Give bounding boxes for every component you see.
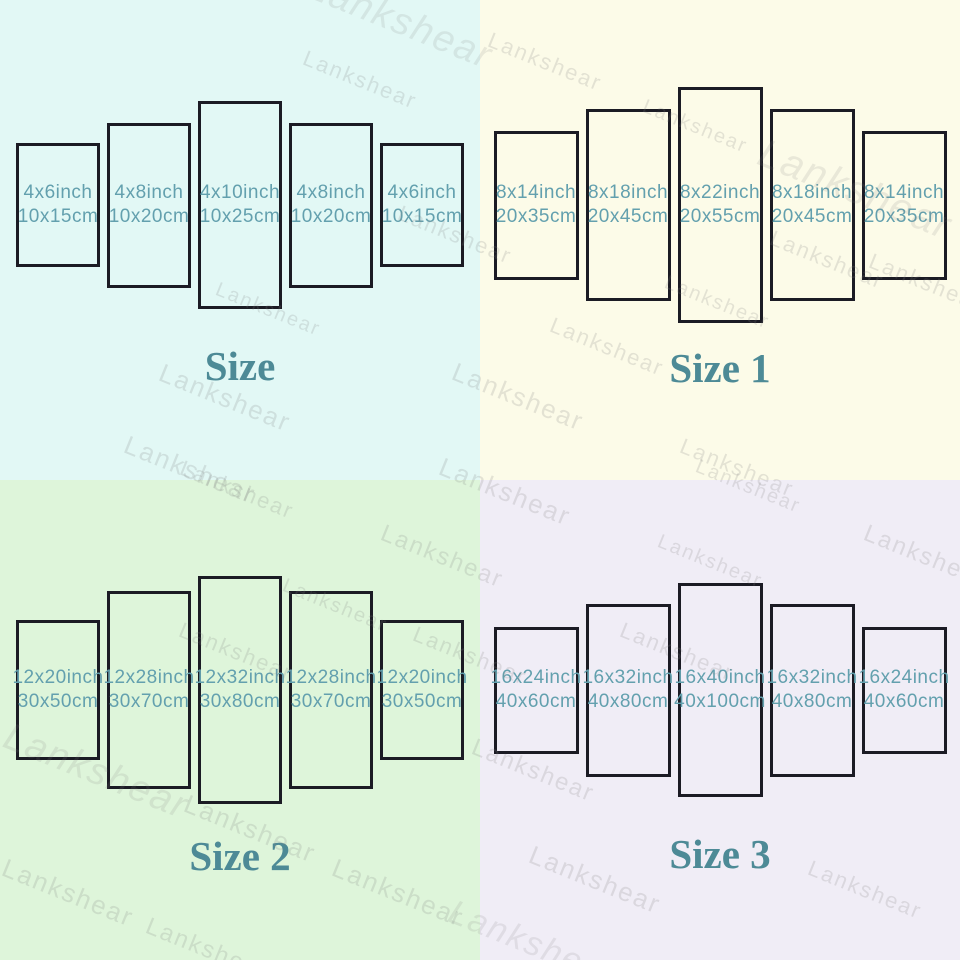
panel-size-cm: 30x70cm: [290, 691, 372, 712]
panel-size-cm: 10x15cm: [381, 206, 463, 227]
quadrant-title: Size 3: [669, 831, 771, 877]
canvas-panel: 8x22inch 20x55cm: [677, 87, 763, 323]
canvas-panel: 16x40inch 40x100cm: [674, 583, 765, 797]
panel-size-cm: 20x55cm: [679, 206, 761, 227]
canvas-panel: 4x8inch 10x20cm: [107, 122, 191, 288]
panel-size-cm: 40x60cm: [495, 691, 577, 712]
canvas-panel: 16x24inch 40x60cm: [490, 626, 581, 754]
panel-row: 16x24inch 40x60cm 16x32inch 40x80cm 16x4…: [480, 480, 960, 900]
size-quadrant-size1: 8x14inch 20x35cm 8x18inch 20x45cm 8x22in…: [480, 0, 960, 480]
canvas-panel: 8x18inch 20x45cm: [769, 109, 855, 301]
canvas-panel: 12x32inch 30x80cm: [194, 576, 285, 804]
panel-size-cm: 30x70cm: [108, 691, 190, 712]
size-quadrant-size2: 12x20inch 30x50cm 12x28inch 30x70cm 12x3…: [0, 480, 480, 960]
panel-size-cm: 20x45cm: [587, 206, 669, 227]
canvas-panel: 4x6inch 10x15cm: [16, 143, 100, 267]
panel-row: 4x6inch 10x15cm 4x8inch 10x20cm 4x10inch…: [0, 0, 480, 410]
canvas-panel: 12x20inch 30x50cm: [12, 620, 103, 760]
panel-size-inch: 16x32inch: [766, 667, 858, 688]
canvas-panel: 8x14inch 20x35cm: [493, 130, 579, 280]
panel-size-cm: 20x35cm: [863, 206, 945, 227]
panel-size-inch: 12x20inch: [12, 667, 104, 688]
canvas-panel: 8x14inch 20x35cm: [861, 130, 947, 280]
panel-size-inch: 16x24inch: [490, 667, 582, 688]
panel-size-inch: 4x6inch: [387, 182, 457, 203]
panel-size-cm: 30x80cm: [199, 691, 281, 712]
panel-size-cm: 20x35cm: [495, 206, 577, 227]
panel-row: 12x20inch 30x50cm 12x28inch 30x70cm 12x3…: [0, 480, 480, 900]
canvas-panel: 8x18inch 20x45cm: [585, 109, 671, 301]
canvas-panel: 16x24inch 40x60cm: [858, 626, 949, 754]
panel-size-inch: 8x18inch: [587, 182, 669, 203]
canvas-panel: 4x8inch 10x20cm: [289, 122, 373, 288]
canvas-panel: 4x10inch 10x25cm: [198, 101, 282, 309]
panel-size-cm: 40x100cm: [674, 691, 766, 712]
panel-size-cm: 30x50cm: [381, 691, 463, 712]
panel-size-inch: 12x28inch: [285, 667, 377, 688]
panel-size-inch: 16x40inch: [674, 667, 766, 688]
panel-size-cm: 10x15cm: [17, 206, 99, 227]
panel-size-inch: 4x8inch: [296, 182, 366, 203]
canvas-panel: 4x6inch 10x15cm: [380, 143, 464, 267]
panel-size-inch: 8x18inch: [771, 182, 853, 203]
panel-size-inch: 4x6inch: [23, 182, 93, 203]
panel-size-inch: 8x22inch: [679, 182, 761, 203]
panel-size-inch: 16x32inch: [582, 667, 674, 688]
panel-size-inch: 4x8inch: [114, 182, 184, 203]
canvas-panel: 16x32inch 40x80cm: [766, 603, 857, 777]
canvas-panel: 16x32inch 40x80cm: [582, 603, 673, 777]
panel-size-inch: 16x24inch: [858, 667, 950, 688]
panel-size-inch: 12x20inch: [376, 667, 468, 688]
panel-size-cm: 40x60cm: [863, 691, 945, 712]
panel-size-cm: 20x45cm: [771, 206, 853, 227]
quadrant-title: Size 1: [669, 345, 771, 391]
size-quadrant-size3: 16x24inch 40x60cm 16x32inch 40x80cm 16x4…: [480, 480, 960, 960]
panel-size-cm: 40x80cm: [771, 691, 853, 712]
panel-size-inch: 12x32inch: [194, 667, 286, 688]
panel-size-cm: 10x20cm: [290, 206, 372, 227]
quadrant-title: Size 2: [189, 833, 291, 879]
canvas-panel: 12x28inch 30x70cm: [285, 591, 376, 789]
quadrant-title: Size: [204, 343, 276, 389]
panel-size-cm: 10x25cm: [199, 206, 281, 227]
panel-size-inch: 4x10inch: [199, 182, 281, 203]
panel-size-inch: 8x14inch: [863, 182, 945, 203]
panel-row: 8x14inch 20x35cm 8x18inch 20x45cm 8x22in…: [480, 0, 960, 410]
panel-size-inch: 8x14inch: [495, 182, 577, 203]
panel-size-cm: 40x80cm: [587, 691, 669, 712]
size-quadrant-size: 4x6inch 10x15cm 4x8inch 10x20cm 4x10inch…: [0, 0, 480, 480]
canvas-panel: 12x28inch 30x70cm: [103, 591, 194, 789]
panel-size-cm: 30x50cm: [17, 691, 99, 712]
panel-size-cm: 10x20cm: [108, 206, 190, 227]
canvas-panel: 12x20inch 30x50cm: [376, 620, 467, 760]
panel-size-inch: 12x28inch: [103, 667, 195, 688]
